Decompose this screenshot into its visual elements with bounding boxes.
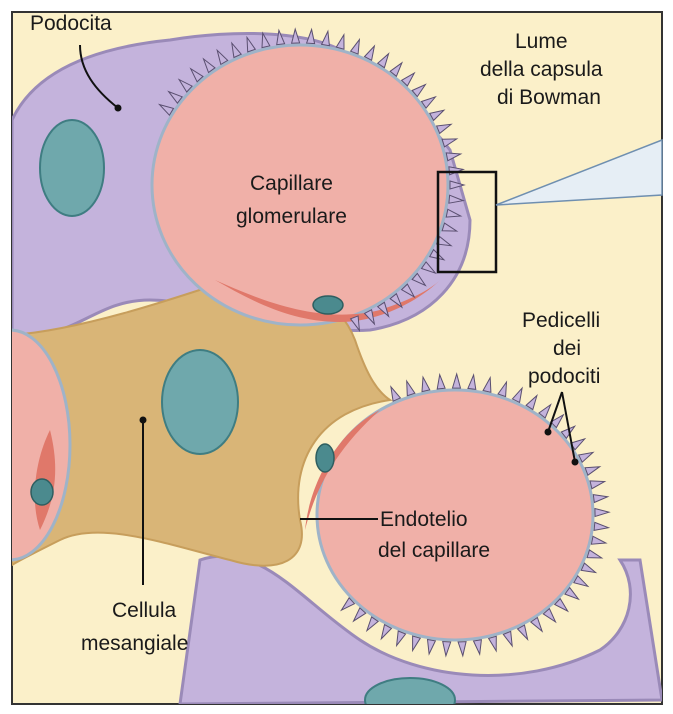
podocyte-nucleus	[40, 120, 104, 216]
label-lume-line2: della capsula	[480, 58, 603, 81]
label-lume-line1: Lume	[515, 30, 568, 53]
endothelial-nucleus-right	[316, 444, 334, 472]
label-capillare-line1: Capillare	[250, 172, 333, 195]
label-pedicelli-line3: podociti	[528, 365, 600, 388]
label-pedicelli-line2: dei	[553, 337, 581, 360]
label-cellula-line2: mesangiale	[81, 632, 188, 655]
endothelial-nucleus-left	[31, 479, 53, 505]
label-lume-line3: di Bowman	[497, 86, 601, 109]
mesangial-nucleus	[162, 350, 238, 454]
label-endotelio-line2: del capillare	[378, 539, 490, 562]
label-endotelio-line1: Endotelio	[380, 508, 468, 531]
endothelial-nucleus-top	[313, 296, 343, 314]
lower-nucleus	[365, 678, 455, 714]
label-capillare-line2: glomerulare	[236, 205, 347, 228]
label-cellula-line1: Cellula	[112, 599, 177, 622]
label-podocita: Podocita	[30, 12, 112, 35]
label-pedicelli-line1: Pedicelli	[522, 309, 600, 332]
